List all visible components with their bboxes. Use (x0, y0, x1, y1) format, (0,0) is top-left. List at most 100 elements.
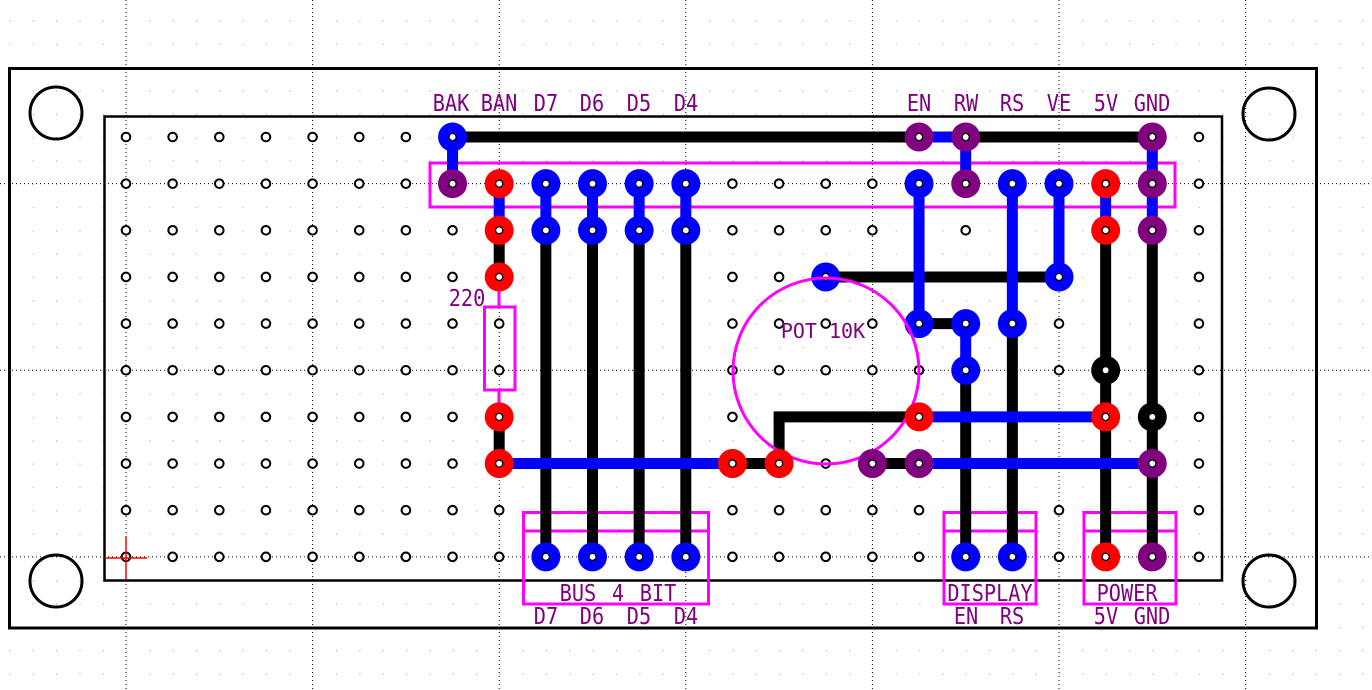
pad-drill-hole (914, 459, 924, 468)
mounting-hole-top-right[interactable] (1241, 86, 1297, 142)
board-hole (867, 364, 878, 376)
board-hole (1053, 364, 1065, 376)
pad-header-d7[interactable] (531, 169, 561, 199)
pad-header-5v[interactable] (1091, 169, 1121, 199)
pad-ban-node[interactable] (484, 215, 514, 245)
pad-bus-d4[interactable] (671, 542, 701, 572)
pad-gnd-node[interactable] (1137, 215, 1167, 245)
pad-drill-hole (541, 552, 551, 562)
display-connector-outline[interactable] (942, 511, 1038, 606)
board-hole (120, 131, 132, 143)
board-hole (820, 504, 832, 516)
potentiometer-label: POT 10K (781, 319, 865, 343)
pad-resistor-pin-2[interactable] (484, 402, 514, 432)
pad-bus-d5[interactable] (624, 542, 654, 572)
header-label-d6: D6 (580, 91, 604, 118)
board-hole (727, 225, 738, 236)
power-connector-outline[interactable] (1082, 511, 1178, 606)
display-connector-body[interactable] (942, 511, 1038, 606)
power-connector-body[interactable] (1082, 511, 1178, 606)
pad-bak-jumper[interactable] (438, 122, 468, 152)
pad-drill-hole (1008, 552, 1017, 562)
pad-header-ve[interactable] (1044, 169, 1074, 199)
board-edge (8, 67, 1318, 630)
pad-display-rs[interactable] (997, 542, 1027, 572)
board-hole (167, 411, 178, 423)
pad-en-node-3[interactable] (951, 355, 981, 385)
lcd-header-outline[interactable] (428, 161, 1177, 209)
pad-en-jumper[interactable] (904, 122, 934, 152)
pad-header-bak[interactable] (438, 169, 468, 199)
board-hole (1193, 271, 1205, 283)
pad-header-d6[interactable] (578, 169, 607, 199)
bus-pin-label-d6: D6 (580, 604, 604, 631)
pad-ban-link[interactable] (717, 449, 747, 479)
header-label-rw: RW (954, 91, 979, 118)
pad-header-d4[interactable] (671, 169, 701, 199)
board-hole (307, 364, 318, 376)
board-hole (400, 178, 412, 189)
pad-rs-node[interactable] (997, 309, 1027, 339)
trace-pot-5v-strip[interactable] (773, 411, 920, 464)
pad-d5-node[interactable] (624, 215, 654, 245)
pad-gnd-node-3[interactable] (1137, 449, 1167, 479)
pad-gnd-node-2[interactable] (904, 449, 934, 479)
pad-drill-hole (634, 552, 644, 562)
pad-gnd-junction[interactable] (1137, 402, 1167, 432)
board-hole (214, 318, 225, 329)
pad-drill-hole (728, 459, 737, 468)
pad-header-ban[interactable] (484, 169, 514, 199)
board-hole (307, 458, 318, 469)
pad-en-node-2[interactable] (951, 309, 981, 339)
pad-resistor-pin-1[interactable] (484, 262, 514, 292)
pad-drill-hole (1148, 412, 1157, 422)
pad-display-en[interactable] (951, 542, 981, 572)
board-hole (447, 504, 458, 516)
bus-pin-label-d4: D4 (674, 604, 698, 631)
pad-power-5v[interactable] (1091, 542, 1121, 572)
board-hole (120, 458, 132, 469)
board-hole (167, 225, 178, 236)
pad-header-d5[interactable] (624, 169, 654, 199)
board-hole (1193, 458, 1205, 469)
bus-connector-outline[interactable] (522, 511, 710, 606)
pad-en-node[interactable] (904, 309, 934, 339)
pad-header-gnd[interactable] (1137, 169, 1167, 199)
mounting-hole-bottom-right[interactable] (1241, 553, 1297, 609)
board-hole (214, 131, 225, 143)
pad-5v-node-2[interactable] (1091, 402, 1121, 432)
pad-gnd-jumper[interactable] (1137, 122, 1167, 152)
potentiometer-outline[interactable] (731, 276, 921, 466)
board-outline (8, 67, 1318, 630)
pad-power-gnd[interactable] (1137, 542, 1167, 572)
pad-pot-pin-b[interactable] (857, 449, 887, 479)
pad-d6-node[interactable] (578, 215, 607, 245)
pad-bus-d7[interactable] (531, 542, 561, 572)
pad-drill-hole (494, 459, 504, 468)
pad-bus-d6[interactable] (578, 542, 607, 572)
board-hole (727, 504, 738, 516)
bus-connector-body[interactable] (522, 511, 710, 606)
pad-rw-jumper[interactable] (951, 122, 981, 152)
board-hole (773, 318, 785, 329)
pad-header-rw[interactable] (951, 169, 981, 199)
mounting-hole-bottom-left[interactable] (28, 553, 84, 609)
pad-pot-pin-a[interactable] (764, 449, 794, 479)
pad-5v-node[interactable] (1091, 215, 1121, 245)
header-label-ban: BAN (481, 91, 518, 118)
board-hole (260, 318, 272, 329)
pad-header-rs[interactable] (997, 169, 1027, 199)
pad-drill-hole (1101, 412, 1110, 422)
mounting-hole-top-left[interactable] (28, 85, 84, 141)
pad-pot-5v-node[interactable] (904, 402, 934, 432)
pad-header-en[interactable] (904, 169, 934, 199)
pad-d7-node[interactable] (531, 215, 561, 245)
board-hole (493, 318, 505, 329)
board-hole (867, 551, 878, 563)
board-hole (353, 225, 365, 236)
pad-ve-node[interactable] (1044, 262, 1074, 292)
pad-ban-out[interactable] (484, 449, 514, 479)
pad-5v-junction[interactable] (1091, 355, 1121, 385)
pad-d4-node[interactable] (671, 215, 701, 245)
